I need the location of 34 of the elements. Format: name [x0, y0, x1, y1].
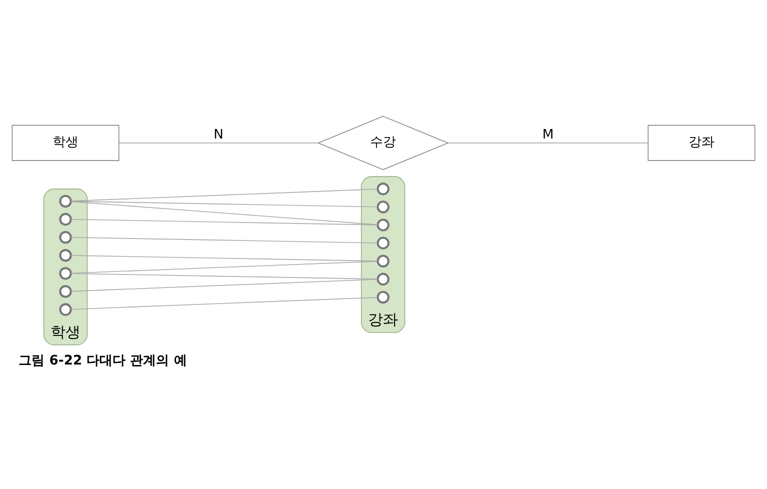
node-circle — [376, 290, 390, 304]
connector — [70, 188, 378, 202]
connector — [70, 273, 378, 280]
node-circle — [376, 236, 390, 250]
connector — [118, 142, 319, 144]
connector — [70, 200, 378, 208]
node-circle — [59, 267, 72, 280]
edge-label: M — [542, 128, 554, 143]
connector — [70, 237, 378, 244]
node-circle — [59, 212, 72, 226]
connector — [70, 297, 378, 310]
connector — [70, 201, 378, 226]
caption: 그림 6-22 다대다 관계의 예 — [18, 353, 187, 368]
connector — [70, 260, 378, 274]
connector — [70, 255, 378, 262]
node-circle — [59, 194, 72, 208]
node-circle — [59, 303, 72, 316]
node-circle — [59, 230, 72, 244]
node-circle — [376, 272, 390, 286]
node-diamond: 수강 — [317, 116, 449, 170]
node-circle — [376, 218, 390, 232]
node-circle — [376, 200, 390, 214]
cluster: 학생 — [43, 188, 88, 346]
node-box: 학생 — [12, 124, 120, 161]
cluster: 강좌 — [360, 176, 406, 333]
connector — [70, 218, 378, 226]
connector — [448, 142, 648, 144]
node-circle — [59, 249, 72, 262]
connector — [70, 278, 378, 292]
node-circle — [59, 285, 72, 298]
node-circle — [376, 182, 390, 196]
node-circle — [376, 254, 390, 268]
node-box: 강좌 — [648, 124, 756, 161]
edge-label: N — [214, 128, 224, 143]
